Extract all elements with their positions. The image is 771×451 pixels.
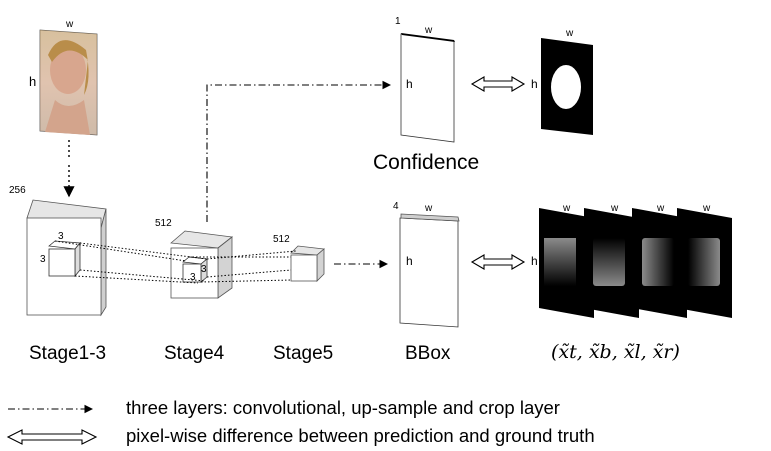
mask-height-label: h <box>531 77 538 91</box>
stage5-channels: 512 <box>273 234 290 245</box>
projection-lines-stage4 <box>54 240 208 284</box>
double-arrow-bbox <box>470 254 526 270</box>
gt-width-label-1: w <box>562 203 571 214</box>
stage4-label: Stage4 <box>164 343 225 364</box>
stage4-to-confidence-arrow <box>206 80 392 222</box>
stage4-kernel-bottom: 3 <box>190 272 196 283</box>
legend-dashdot-text: three layers: convolutional, up-sample a… <box>126 397 560 418</box>
ground-truth-map-l <box>632 208 687 318</box>
mask-width-label: w <box>565 28 574 39</box>
bbox-channels: 4 <box>393 201 399 212</box>
stage5-label: Stage5 <box>273 343 334 364</box>
bbox-map <box>399 213 460 328</box>
stage13-block <box>26 199 107 317</box>
stage13-channels: 256 <box>9 185 26 196</box>
bbox-height-label: h <box>406 254 413 268</box>
gt-height-label: h <box>531 254 538 268</box>
confidence-width-label: w <box>424 25 433 36</box>
stage4-kernel-side: 3 <box>201 264 207 275</box>
stage13-kernel-top: 3 <box>58 231 64 242</box>
targets-label: (x̃t, x̃b, x̃l, x̃r) <box>551 341 680 363</box>
stage13-kernel-side: 3 <box>40 254 46 265</box>
legend-double-arrow <box>6 429 98 445</box>
confidence-height-label: h <box>406 77 413 91</box>
legend-double-arrow-text: pixel-wise difference between prediction… <box>126 425 595 446</box>
ground-truth-confidence-mask <box>541 38 593 135</box>
gt-width-label-3: w <box>656 203 665 214</box>
ground-truth-map-t <box>539 208 594 318</box>
gt-width-label-4: w <box>702 203 711 214</box>
confidence-channels: 1 <box>395 16 401 27</box>
photo-width-label: w <box>65 19 74 30</box>
confidence-map <box>400 33 455 143</box>
double-arrow-confidence <box>470 76 526 92</box>
bbox-width-label: w <box>424 203 433 214</box>
ground-truth-map-r <box>677 208 732 318</box>
stage13-label: Stage1-3 <box>29 343 107 364</box>
stage4-block <box>170 230 233 299</box>
gt-width-label-2: w <box>610 203 619 214</box>
bbox-label: BBox <box>405 343 451 364</box>
ground-truth-map-b <box>584 208 639 318</box>
input-photo <box>39 29 98 136</box>
stage5-block <box>290 245 325 282</box>
photo-height-label: h <box>29 74 36 89</box>
stage4-channels: 512 <box>155 218 172 229</box>
projection-lines-stage5 <box>189 250 297 283</box>
confidence-label: Confidence <box>373 151 480 174</box>
